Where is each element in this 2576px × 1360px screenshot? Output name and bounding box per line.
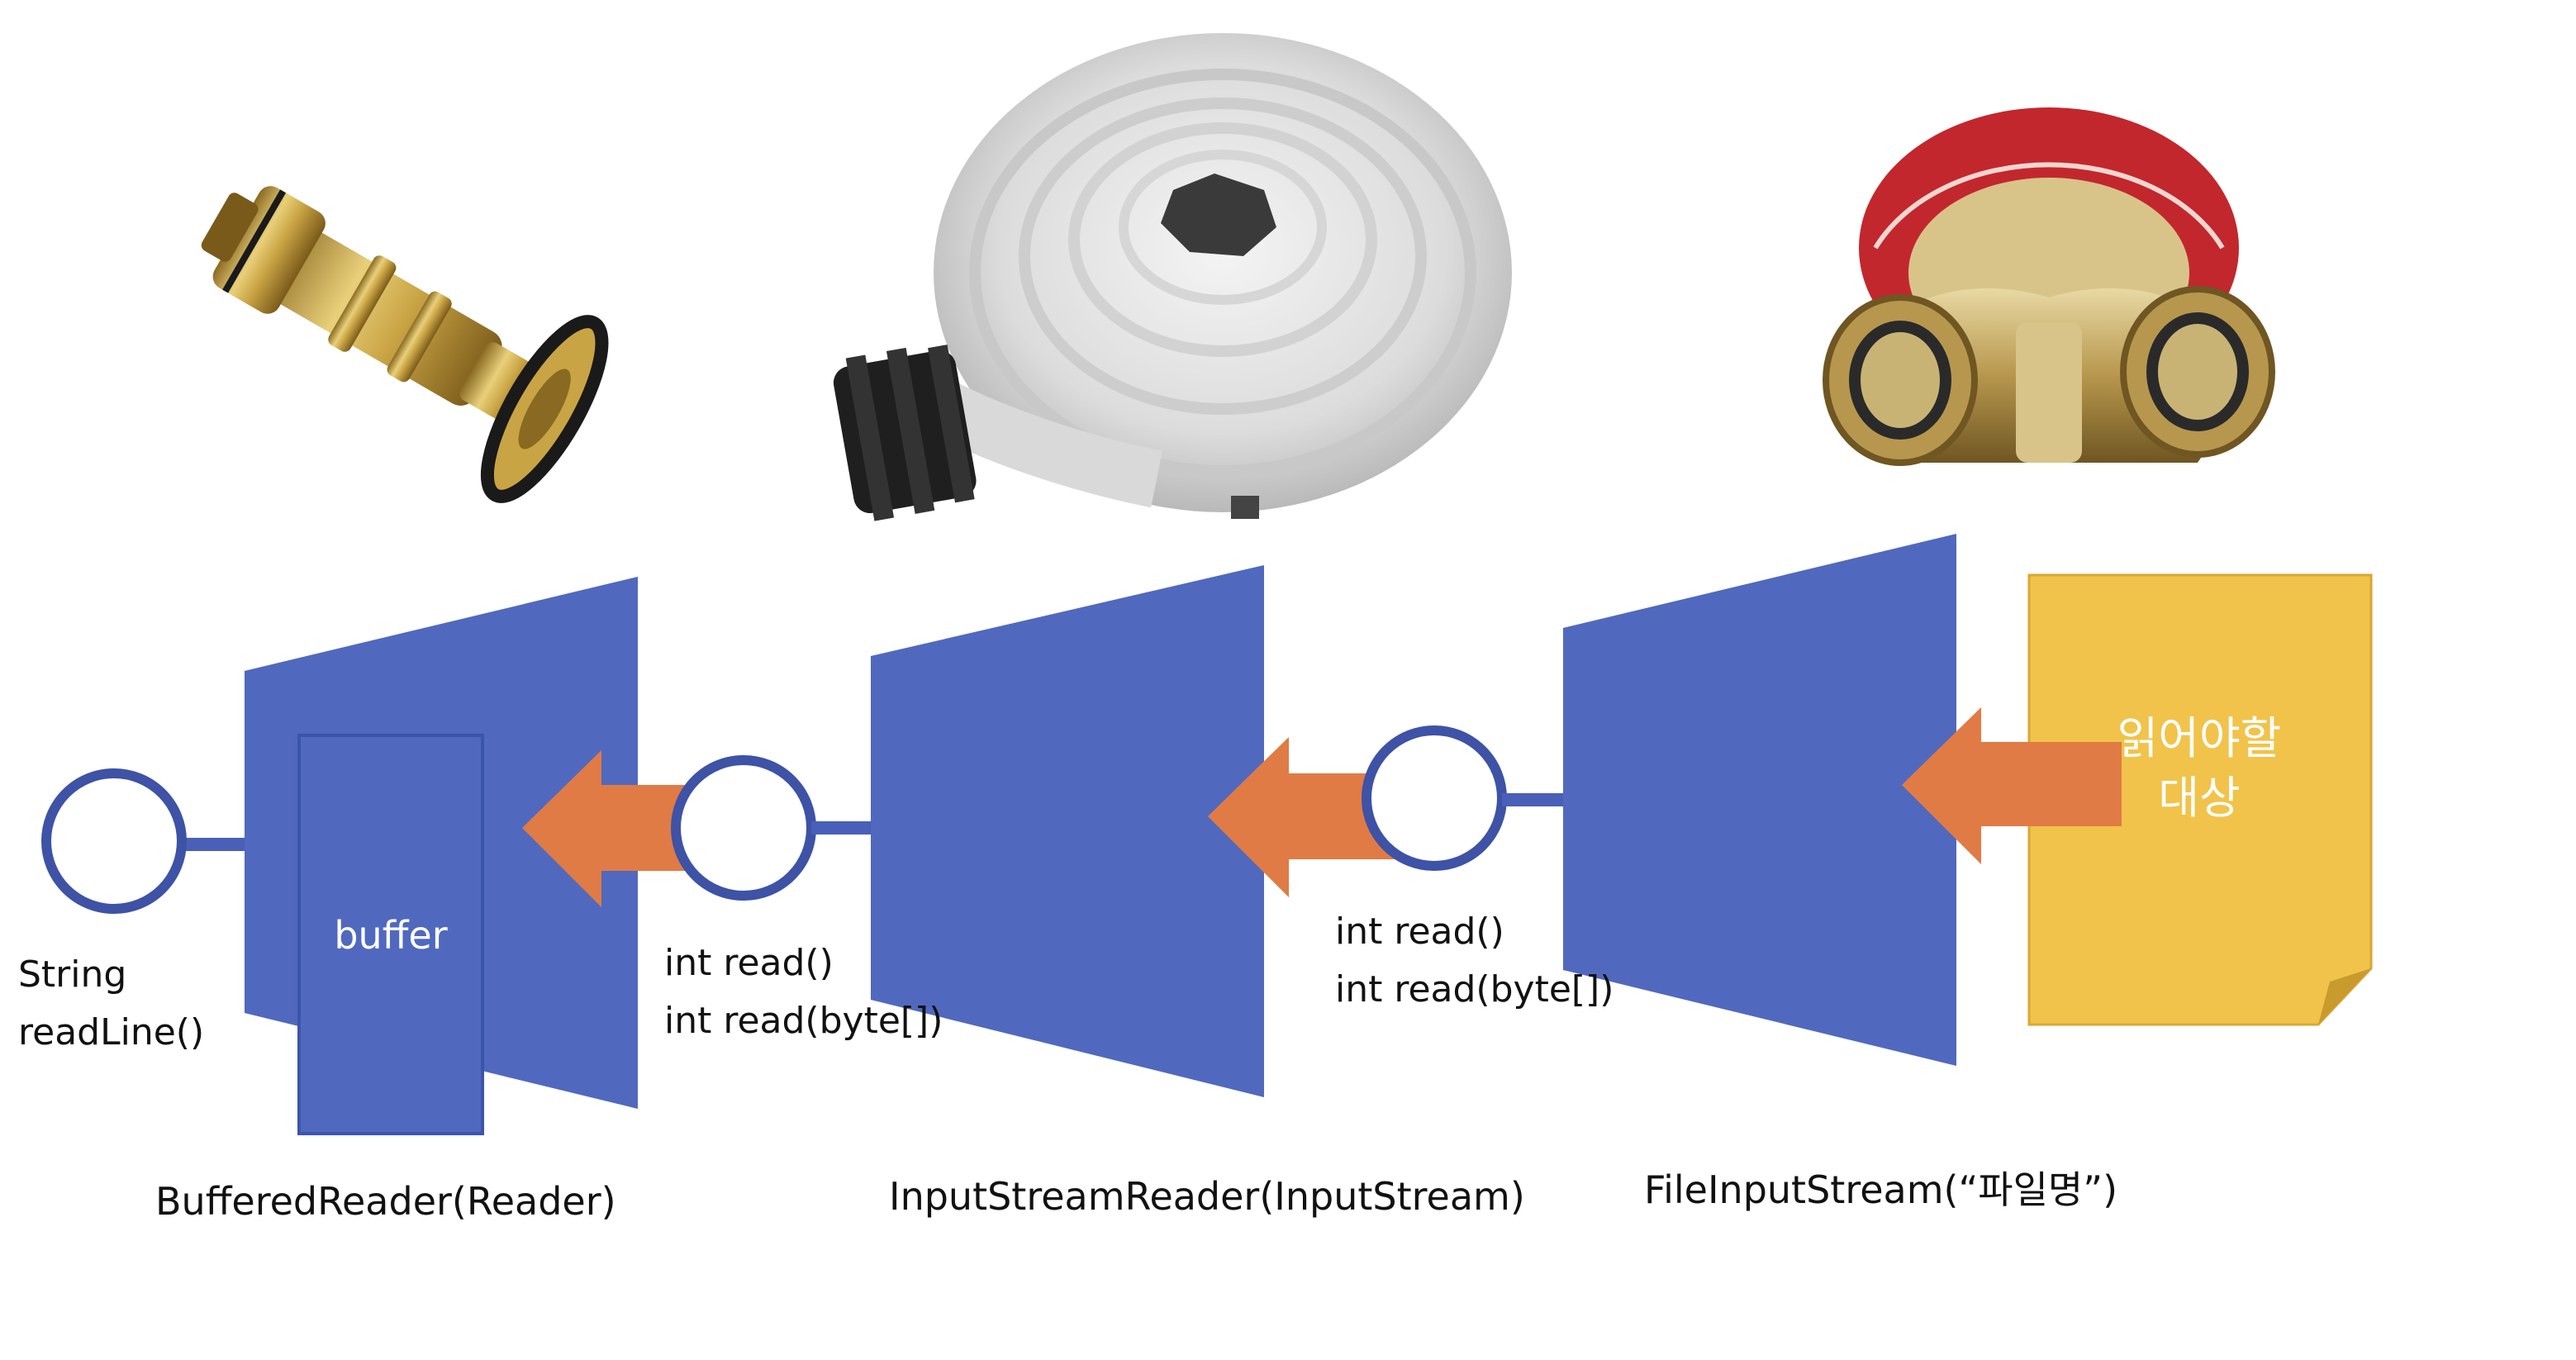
- file-input-stream-stage: int read() int read(byte[]) FileInputStr…: [1335, 534, 2117, 1212]
- file-input-stream-caption: FileInputStream(“파일명”): [1644, 1167, 2117, 1212]
- buffered-reader-output-circle: [41, 768, 187, 914]
- source-file-note: 읽어야할 대상: [2027, 573, 2373, 1026]
- buffered-reader-method-line2: readLine(): [18, 1011, 204, 1053]
- buffer-box: [297, 734, 484, 1135]
- buffer-label: buffer: [334, 913, 447, 958]
- buffered-reader-caption: BufferedReader(Reader): [155, 1179, 616, 1224]
- buffered-reader-method-line1: String: [18, 953, 126, 996]
- file-input-stream-output-circle: [1362, 725, 1507, 871]
- nozzle-image: [201, 186, 609, 503]
- source-file-label-line1: 읽어야할: [2117, 712, 2282, 764]
- buffered-reader-stage: buffer String readLine() BufferedReader(…: [18, 577, 638, 1224]
- input-stream-reader-output-circle: [671, 755, 816, 901]
- hose-image: [833, 33, 1512, 521]
- source-file-label-line2: 대상: [2158, 772, 2240, 824]
- input-stream-reader-caption: InputStreamReader(InputStream): [889, 1174, 1525, 1219]
- connector-image: [1823, 107, 2275, 466]
- source-file-fold: [2318, 968, 2371, 1025]
- file-input-stream-method-line2: int read(byte[]): [1335, 968, 1614, 1010]
- input-stream-reader-method-line1: int read(): [664, 942, 834, 984]
- input-stream-reader-method-line2: int read(byte[]): [664, 1000, 943, 1042]
- input-stream-reader-stage: int read() int read(byte[]) InputStreamR…: [664, 565, 1525, 1219]
- file-input-stream-funnel: [1563, 534, 1956, 1066]
- file-input-stream-method-line1: int read(): [1335, 911, 1504, 953]
- flow-arrow-3: [1902, 707, 2122, 864]
- input-stream-reader-funnel: [871, 565, 1264, 1097]
